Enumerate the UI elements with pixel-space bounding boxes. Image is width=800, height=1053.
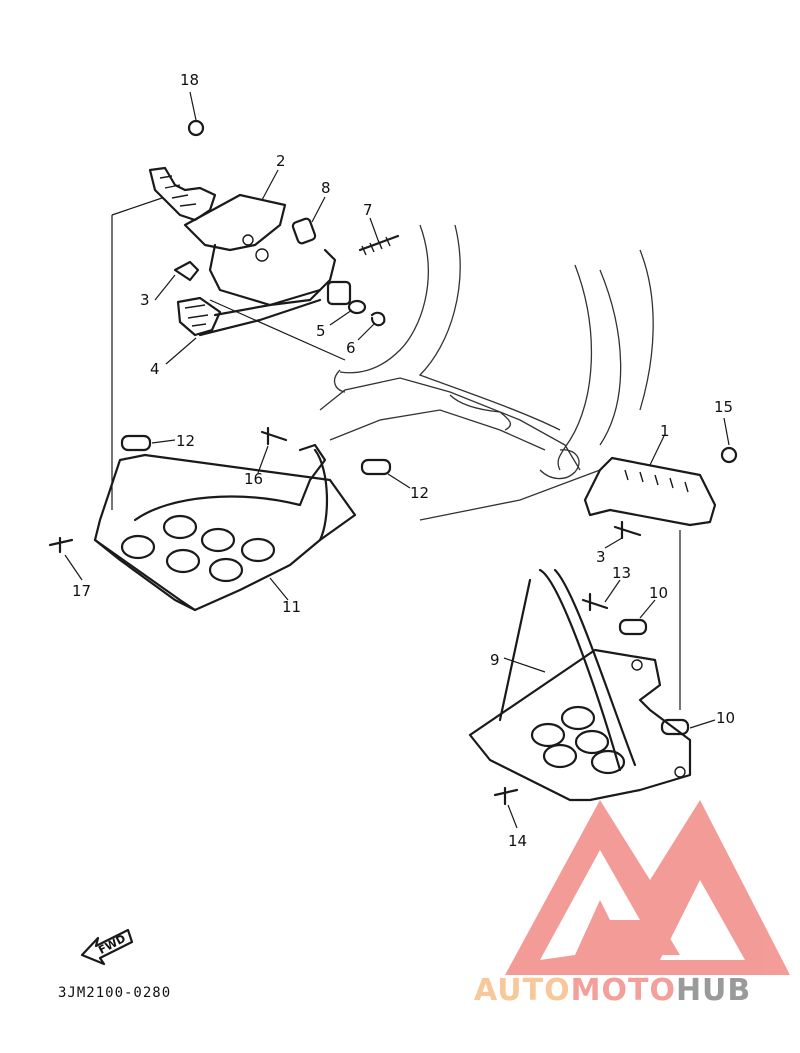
watermark-logo-icon bbox=[505, 800, 790, 975]
callout-3-left: 3 bbox=[140, 291, 150, 309]
callout-6: 6 bbox=[346, 339, 356, 357]
drawing-code: 3JM2100-0280 bbox=[58, 985, 171, 1001]
callout-15: 15 bbox=[714, 398, 733, 416]
frame-outline bbox=[319, 224, 654, 521]
watermark-hub: HUB bbox=[676, 973, 751, 1008]
watermark-auto: AUTO bbox=[474, 973, 571, 1008]
callout-12-center: 12 bbox=[410, 484, 429, 502]
watermark-text: AUTOMOTOHUB bbox=[474, 973, 751, 1008]
callout-16: 16 bbox=[244, 470, 263, 488]
fwd-arrow-icon: FWD bbox=[80, 928, 134, 966]
callout-labels: 18 2 8 7 3 5 6 4 12 16 12 17 11 15 1 3 1… bbox=[72, 71, 735, 850]
callout-17: 17 bbox=[72, 582, 91, 600]
callout-13: 13 bbox=[612, 564, 631, 582]
svg-text:AUTOMOTOHUB: AUTOMOTOHUB bbox=[474, 973, 751, 1008]
callout-leaders bbox=[64, 91, 730, 829]
callout-14: 14 bbox=[508, 832, 527, 850]
callout-2: 2 bbox=[276, 152, 286, 170]
callout-12-left: 12 bbox=[176, 432, 195, 450]
callout-8: 8 bbox=[321, 179, 331, 197]
callout-10-lower: 10 bbox=[716, 709, 735, 727]
right-footrest bbox=[583, 446, 738, 540]
callout-10-upper: 10 bbox=[649, 584, 668, 602]
callout-5: 5 bbox=[316, 322, 326, 340]
callout-4: 4 bbox=[150, 360, 160, 378]
callout-18: 18 bbox=[180, 71, 199, 89]
left-footguard bbox=[48, 426, 392, 612]
callout-11: 11 bbox=[282, 598, 301, 616]
callout-7: 7 bbox=[363, 201, 373, 219]
left-footrest-bracket bbox=[148, 119, 400, 337]
callout-9: 9 bbox=[490, 651, 500, 669]
watermark-moto: MOTO bbox=[571, 973, 676, 1008]
callout-3-right: 3 bbox=[596, 548, 606, 566]
right-footguard bbox=[468, 568, 692, 806]
callout-1: 1 bbox=[660, 422, 670, 440]
